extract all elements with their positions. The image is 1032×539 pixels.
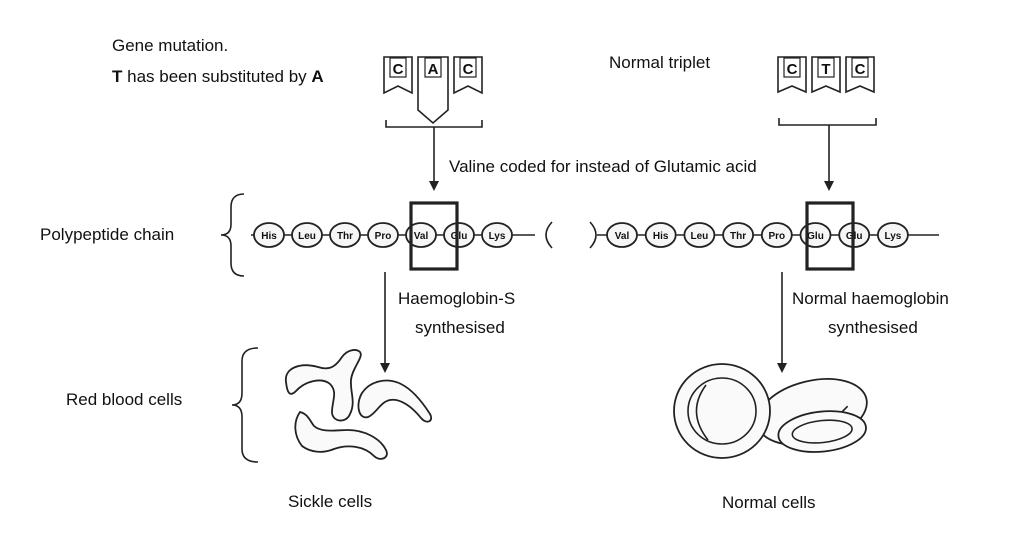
sickle-cell-1 [285, 349, 362, 422]
left-brace-icon [220, 193, 245, 277]
sickle-cells-illustration [285, 349, 433, 460]
mutation-letter-A: A [311, 67, 323, 86]
mutant-base-2: A [417, 56, 449, 125]
normal-base-1: C [777, 56, 807, 94]
valine-note: Valine coded for instead of Glutamic aci… [449, 157, 757, 176]
normal-haemoglobin-label-line2: synthesised [828, 318, 918, 337]
amino-acid-bead [683, 222, 716, 248]
normal-triplet-label: Normal triplet [609, 53, 710, 72]
normal-base-2-label: T [821, 61, 830, 78]
amino-acid-his: His [644, 222, 677, 248]
sickle-cells-label: Sickle cells [288, 492, 372, 511]
amino-acid-label: His [261, 231, 277, 242]
amino-acid-glu: Glu [799, 222, 832, 248]
amino-acid-val: Val [606, 222, 638, 248]
amino-acid-his: His [253, 222, 285, 248]
sickle-cell-3 [357, 379, 433, 423]
amino-acid-bead [443, 222, 475, 248]
amino-acid-lys: Lys [877, 222, 909, 248]
mutant-base-1-label: C [393, 61, 404, 78]
amino-acid-bead [481, 222, 513, 248]
amino-acid-leu: Leu [683, 222, 716, 248]
amino-acid-bead [405, 222, 437, 248]
amino-acid-thr: Thr [722, 222, 754, 248]
amino-acid-bead [253, 222, 285, 248]
normal-base-1-label: C [787, 61, 798, 78]
amino-acid-bead [760, 222, 793, 248]
normal-cell-front-rim [687, 377, 757, 445]
amino-acid-bead [644, 222, 677, 248]
amino-acid-label: Thr [730, 231, 746, 242]
amino-acid-label: Val [615, 231, 630, 242]
normal-cell-front-dimple [695, 384, 709, 441]
amino-acid-label: His [653, 231, 669, 242]
normal-cells-label: Normal cells [722, 493, 816, 512]
normal-base-3-label: C [855, 61, 866, 78]
normal-haemoglobin-label-line1: Normal haemoglobin [792, 289, 949, 308]
amino-acid-bead [367, 222, 399, 248]
amino-acid-label: Glu [451, 231, 468, 242]
mutant-base-1: C [383, 56, 413, 95]
amino-acid-thr: Thr [329, 222, 361, 248]
normal-base-3: C [845, 56, 875, 94]
amino-acid-bead [722, 222, 754, 248]
chain-break-mark [589, 221, 597, 249]
mutant-polypeptide-chain: His Leu Thr Pro Val Glu Lys [251, 201, 553, 271]
amino-acid-label: Lys [884, 231, 901, 242]
amino-acid-leu: Leu [291, 222, 323, 248]
normal-base-2: T [811, 56, 841, 94]
mutation-middle: has been substituted by [122, 67, 311, 86]
amino-acid-pro: Pro [760, 222, 793, 248]
amino-acid-label: Leu [298, 231, 316, 242]
normal-triplet-bracket [778, 118, 877, 126]
amino-acid-label: Pro [768, 231, 785, 242]
mutant-base-3: C [453, 56, 483, 95]
amino-acid-label: Thr [337, 231, 353, 242]
haemoglobin-s-label-line2: synthesised [415, 318, 505, 337]
normal-triplet: C T C [777, 56, 877, 126]
normal-cells-illustration [673, 363, 868, 459]
mutant-highlight-box [409, 201, 459, 271]
haemoglobin-s-label-line1: Haemoglobin-S [398, 289, 515, 308]
amino-acid-pro: Pro [367, 222, 399, 248]
mutation-description: T has been substituted by A [112, 67, 324, 86]
mutation-title: Gene mutation. [112, 36, 228, 55]
amino-acid-label: Val [414, 231, 429, 242]
mutant-triplet: C A C [383, 56, 483, 128]
amino-acid-bead [329, 222, 361, 248]
amino-acid-bead [291, 222, 323, 248]
normal-cell-lower [777, 410, 867, 453]
amino-acid-bead [606, 222, 638, 248]
amino-acid-label: Lys [489, 231, 506, 242]
normal-highlight-box [805, 201, 855, 271]
chain-break-mark [545, 221, 553, 249]
red-blood-cells-label: Red blood cells [66, 390, 182, 409]
amino-acid-label: Pro [375, 231, 392, 242]
mutant-triplet-bracket [385, 120, 483, 128]
polypeptide-label: Polypeptide chain [40, 225, 174, 244]
left-brace-icon [231, 347, 259, 463]
sickle-cell-2 [294, 410, 388, 460]
amino-acid-lys: Lys [481, 222, 513, 248]
mutation-letter-T: T [112, 67, 123, 86]
amino-acid-glu: Glu [443, 222, 475, 248]
amino-acid-val: Val [405, 222, 437, 248]
amino-acid-bead [877, 222, 909, 248]
mutant-base-3-label: C [463, 61, 474, 78]
mutant-base-2-label: A [428, 61, 439, 78]
amino-acid-label: Glu [807, 231, 824, 242]
amino-acid-label: Leu [691, 231, 709, 242]
